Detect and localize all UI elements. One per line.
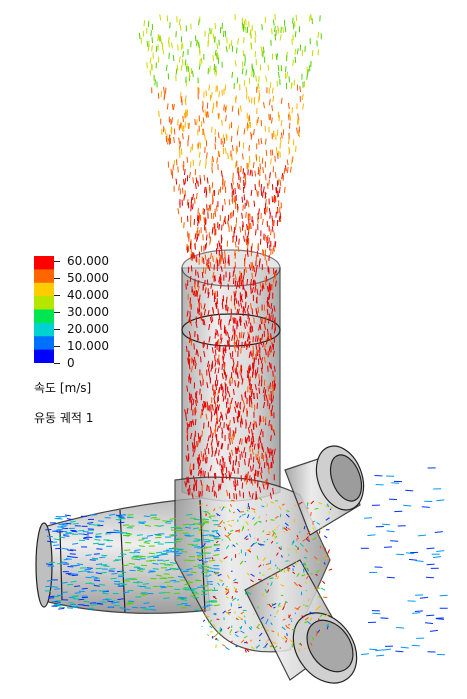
- legend-color-bar: [34, 256, 54, 363]
- stack-top-rim: [181, 249, 281, 287]
- legend-tick-label: 0: [67, 356, 75, 370]
- legend-tick-label: 50.000: [67, 271, 109, 285]
- flow-trajectory-label[interactable]: 유동 궤적 1: [34, 411, 94, 425]
- legend-unit-label: 속도 [m/s]: [34, 381, 92, 395]
- flow-trajectory-arrows: [44, 13, 448, 657]
- legend-color-band: [34, 296, 54, 311]
- legend-tick-mark: [54, 346, 60, 347]
- legend-color-band: [34, 349, 54, 363]
- body-seam-3: [59, 529, 63, 601]
- lower-outlet-inner: [306, 619, 354, 673]
- legend-tick-mark: [54, 295, 60, 296]
- upper-outlet-inner: [329, 454, 363, 502]
- legend-color-band: [34, 336, 54, 351]
- legend-tick-label: 30.000: [67, 305, 109, 319]
- legend-tick-mark: [54, 261, 60, 262]
- inlet-opening: [35, 522, 53, 608]
- legend-tick-label: 10.000: [67, 339, 109, 353]
- body-seam-2: [199, 499, 206, 613]
- legend-tick-mark: [54, 312, 60, 313]
- legend-tick-mark: [54, 278, 60, 279]
- legend-tick-label: 60.000: [67, 254, 109, 268]
- legend-tick-label: 20.000: [67, 322, 109, 336]
- legend-color-band: [34, 256, 54, 270]
- legend-color-band: [34, 309, 54, 324]
- legend-color-band: [34, 322, 54, 337]
- legend-tick-label: 40.000: [67, 288, 109, 302]
- legend-color-band: [34, 269, 54, 284]
- vertical-stack-pipe: [181, 267, 281, 502]
- legend-color-band: [34, 282, 54, 297]
- legend-tick-mark: [54, 329, 60, 330]
- body-seam-1: [119, 509, 126, 613]
- legend-tick-mark: [54, 363, 60, 364]
- velocity-legend[interactable]: 60.000 50.000 40.000 30.000 20.000 10.000 0: [34, 254, 164, 376]
